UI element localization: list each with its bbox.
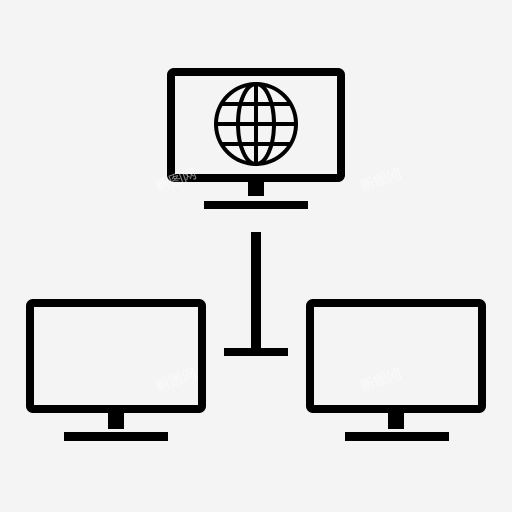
watermark-text: 新图网	[359, 366, 404, 395]
watermark-text: 新图网	[154, 166, 199, 195]
left-monitor-base	[64, 432, 168, 441]
server-monitor-icon	[167, 68, 345, 209]
network-connector	[224, 232, 288, 356]
left-monitor-screen	[26, 299, 206, 413]
client-monitor-right-icon	[306, 299, 486, 441]
server-monitor-neck	[248, 178, 264, 196]
left-monitor-neck	[108, 409, 124, 429]
connector-horizontal-line	[224, 348, 288, 356]
right-monitor-screen	[306, 299, 486, 413]
connector-vertical-line	[251, 232, 261, 354]
server-monitor-base	[204, 201, 308, 209]
globe-icon	[214, 82, 298, 166]
client-monitor-left-icon	[26, 299, 206, 441]
right-monitor-neck	[388, 409, 404, 429]
watermark-text: 新图网	[359, 166, 404, 195]
right-monitor-base	[345, 432, 449, 441]
watermark-layer: 新图网 新图网 新图网 新图网	[154, 166, 404, 395]
watermark-text: 新图网	[154, 366, 199, 395]
